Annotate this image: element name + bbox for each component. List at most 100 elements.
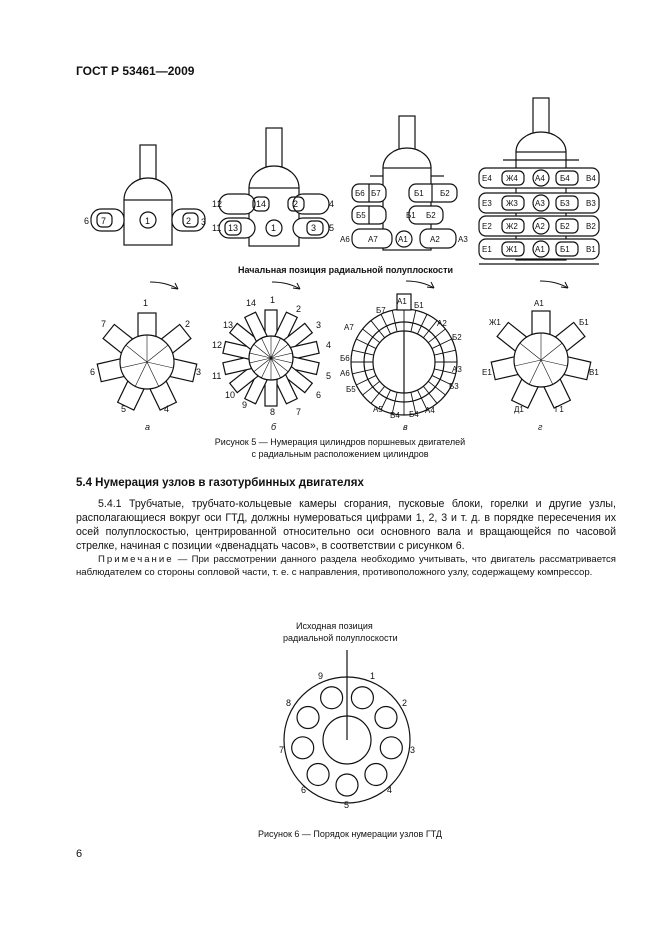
sublabel-b: б	[271, 422, 277, 432]
c-top-label: Б6	[355, 189, 365, 198]
d-top-label: В2	[586, 222, 596, 231]
cylinder-divider	[417, 389, 428, 410]
b-top-label: 11	[212, 223, 221, 233]
c-star-label: А5	[373, 405, 383, 414]
c-star-label: Б4	[409, 410, 419, 419]
d-top-label: Б4	[560, 174, 570, 183]
c-star-label: А6	[340, 369, 350, 378]
d-top-label: Е1	[482, 245, 492, 254]
b-top-label: 13	[228, 223, 238, 233]
section-paragraph: 5.4.1 Трубчатые, трубчато-кольцевые каме…	[76, 498, 616, 552]
d-top-label: Е3	[482, 199, 492, 208]
cylinder-divider	[391, 310, 398, 332]
burner-node	[320, 686, 344, 710]
a-top-label: 1	[145, 216, 150, 226]
d-top-label: Ж1	[506, 245, 518, 254]
a-star-label: 4	[164, 404, 169, 414]
cylinder-divider	[434, 349, 456, 356]
note-text: — При рассмотрении данного раздела необх…	[76, 554, 616, 578]
figure6-caption: Рисунок 6 — Порядок нумерации узлов ГТД	[257, 829, 442, 839]
hub-spoke	[146, 344, 169, 363]
c-top-label: Б2	[426, 211, 436, 220]
hub-spoke	[270, 344, 289, 359]
hub-spoke	[540, 342, 563, 361]
b-star-label: 8	[270, 407, 275, 417]
d-top-label: В4	[586, 174, 596, 183]
c-top-label: Б5	[356, 211, 366, 220]
burner-node	[291, 736, 315, 760]
d-top-label: Е2	[482, 222, 492, 231]
hub-spoke	[125, 344, 148, 363]
c-star-label: Б6	[340, 354, 350, 363]
b-star-label: 11	[212, 371, 221, 381]
a-star-label: 2	[185, 319, 190, 329]
d-top-label: Б2	[560, 222, 570, 231]
engine-top-view-c	[351, 115, 458, 251]
b-top-label: 1	[271, 223, 276, 233]
a-star-label: 3	[196, 367, 201, 377]
cylinder-divider	[356, 338, 377, 349]
cylinder-divider	[362, 380, 381, 396]
hub-spoke	[270, 352, 293, 359]
b-star-label: 10	[225, 390, 235, 400]
a-star-label: 5	[121, 404, 126, 414]
figure5-caption-line2: с радиальным расположением цилиндров	[251, 449, 429, 459]
b-star-label: 2	[296, 304, 301, 314]
cylinder-divider	[356, 375, 377, 386]
engine-top-view-b	[218, 127, 330, 247]
b-top-label: 4	[329, 199, 334, 209]
c-star-label: Б1	[414, 301, 424, 310]
d-star-label: Ж1	[489, 318, 501, 327]
d-star-label: Д1	[514, 405, 524, 414]
fig6-number: 6	[301, 785, 306, 795]
c-top-label: А2	[430, 235, 440, 244]
b-top-label: 5	[329, 223, 334, 233]
hub-spoke	[146, 361, 174, 369]
d-top-label: А3	[535, 199, 545, 208]
hub-spoke	[270, 357, 289, 372]
b-star-label: 5	[326, 371, 331, 381]
section-note: Примечание — При рассмотрении данного ра…	[76, 553, 616, 579]
hub-spoke	[253, 344, 272, 359]
c-top-label: Б1	[406, 211, 416, 220]
a-star-label: 7	[101, 319, 106, 329]
figure5-banner: Начальная позиция радиальной полуплоскос…	[238, 265, 453, 275]
fig6-title-line2: радиальной полуплоскости	[283, 633, 398, 643]
cylinder-divider	[370, 385, 386, 404]
c-star-label: А3	[452, 365, 462, 374]
d-top-label: А1	[535, 245, 545, 254]
burner-node	[296, 705, 320, 730]
c-star-label: А2	[437, 319, 447, 328]
d-star-label: Б1	[579, 318, 589, 327]
d-top-label: Е4	[482, 174, 492, 183]
hub-spoke	[540, 359, 568, 367]
hub-spoke	[253, 357, 272, 372]
fig6-number: 4	[387, 785, 392, 795]
d-top-label: Ж3	[506, 199, 518, 208]
radial-view-a	[96, 312, 198, 411]
c-star-label: А7	[344, 323, 354, 332]
figure5-caption-line1: Рисунок 5 — Нумерация цилиндров поршневы…	[214, 437, 466, 447]
cylinder-divider	[370, 320, 386, 339]
hub-spoke	[540, 359, 553, 385]
cylinder-divider	[352, 368, 374, 375]
b-star-label: 3	[316, 320, 321, 330]
d-top-label: Ж4	[506, 174, 518, 183]
c-top-label: А6	[340, 235, 350, 244]
hub-spoke	[270, 357, 281, 378]
c-top-label: А3	[458, 235, 468, 244]
b-star-label: 7	[296, 407, 301, 417]
sublabel-d: г	[538, 422, 543, 432]
hub-spoke	[529, 359, 542, 385]
d-top-label: Ж2	[506, 222, 518, 231]
hub-spoke	[120, 361, 148, 369]
burner-node	[306, 762, 330, 787]
cylinder-divider	[410, 392, 417, 414]
burner-node	[335, 773, 359, 797]
cylinder-divider	[427, 380, 446, 396]
hub-spoke	[249, 352, 272, 359]
d-top-label: В1	[586, 245, 596, 254]
b-star-label: 6	[316, 390, 321, 400]
cylinder-divider	[422, 385, 438, 404]
